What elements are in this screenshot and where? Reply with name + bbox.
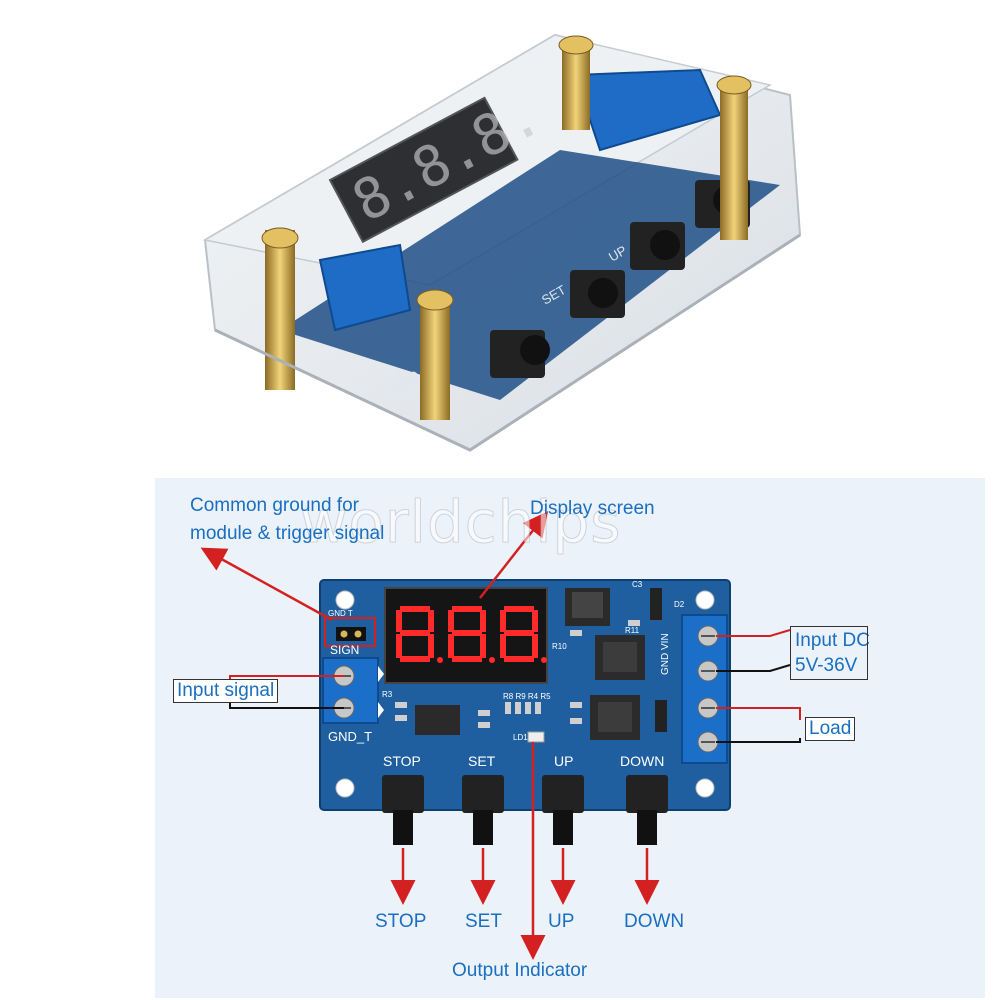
wiring-diagram: worldchips Common ground for module & tr… xyxy=(0,470,1000,1000)
product-photo: 8.8.8. GND SET UP xyxy=(202,33,802,452)
silk-down: DOWN xyxy=(620,753,665,769)
gnd-t-header xyxy=(336,627,366,641)
label-input-signal: Input signal xyxy=(173,679,279,703)
pcb-inside-case xyxy=(280,150,780,400)
wire-load-positive xyxy=(716,707,801,720)
optocoupler xyxy=(415,705,460,735)
label-input-dc-2: 5V-36V xyxy=(795,655,858,676)
silk-gnd-t: GND_T xyxy=(328,729,373,744)
label-button-set: SET xyxy=(465,911,502,932)
silk-r10: R10 xyxy=(552,642,567,651)
arrow-display xyxy=(479,511,549,599)
silk-c3: C3 xyxy=(632,580,643,589)
signal-terminal xyxy=(322,657,384,724)
label-button-stop: STOP xyxy=(375,911,427,932)
silk-d2: D2 xyxy=(674,600,685,609)
silk-r11: R11 xyxy=(625,626,640,635)
silk-sign: SIGN xyxy=(330,643,360,657)
power-load-terminal xyxy=(681,614,728,764)
wire-input-dc-positive xyxy=(716,629,791,637)
label-input-dc-1: Input DC xyxy=(795,630,870,651)
silk-r3: R3 xyxy=(382,690,393,699)
label-output-indicator: Output Indicator xyxy=(452,960,588,981)
watermark-text: worldchips xyxy=(300,488,622,557)
input-dc-box xyxy=(790,626,868,680)
silk-set: SET xyxy=(468,753,496,769)
wire-input-signal-negative xyxy=(229,702,344,709)
arrow-common-ground xyxy=(200,547,333,622)
wire-input-dc-negative xyxy=(716,664,791,672)
label-button-down: DOWN xyxy=(624,911,685,932)
silk-ld1: LD1 xyxy=(513,733,528,742)
silk-gnd-t-small: GND T xyxy=(328,609,353,618)
silk-gnd-vin: GND VIN xyxy=(660,633,671,675)
label-load: Load xyxy=(805,717,856,741)
silk-up: UP xyxy=(554,753,574,769)
diode xyxy=(655,700,667,732)
label-common-ground-1: Common ground for xyxy=(190,495,359,516)
label-display-screen: Display screen xyxy=(530,498,655,519)
brass-standoffs xyxy=(261,35,752,420)
led-display xyxy=(384,587,548,684)
label-button-up: UP xyxy=(548,911,575,932)
output-indicator-led xyxy=(527,731,545,743)
silk-resistors: R8 R9 R4 R5 xyxy=(503,692,551,701)
board-buttons xyxy=(382,775,668,845)
photo-terminal-left xyxy=(318,243,412,332)
silk-stop: STOP xyxy=(383,753,421,769)
label-common-ground-2: module & trigger signal xyxy=(190,523,385,544)
wire-load-negative xyxy=(716,738,801,743)
